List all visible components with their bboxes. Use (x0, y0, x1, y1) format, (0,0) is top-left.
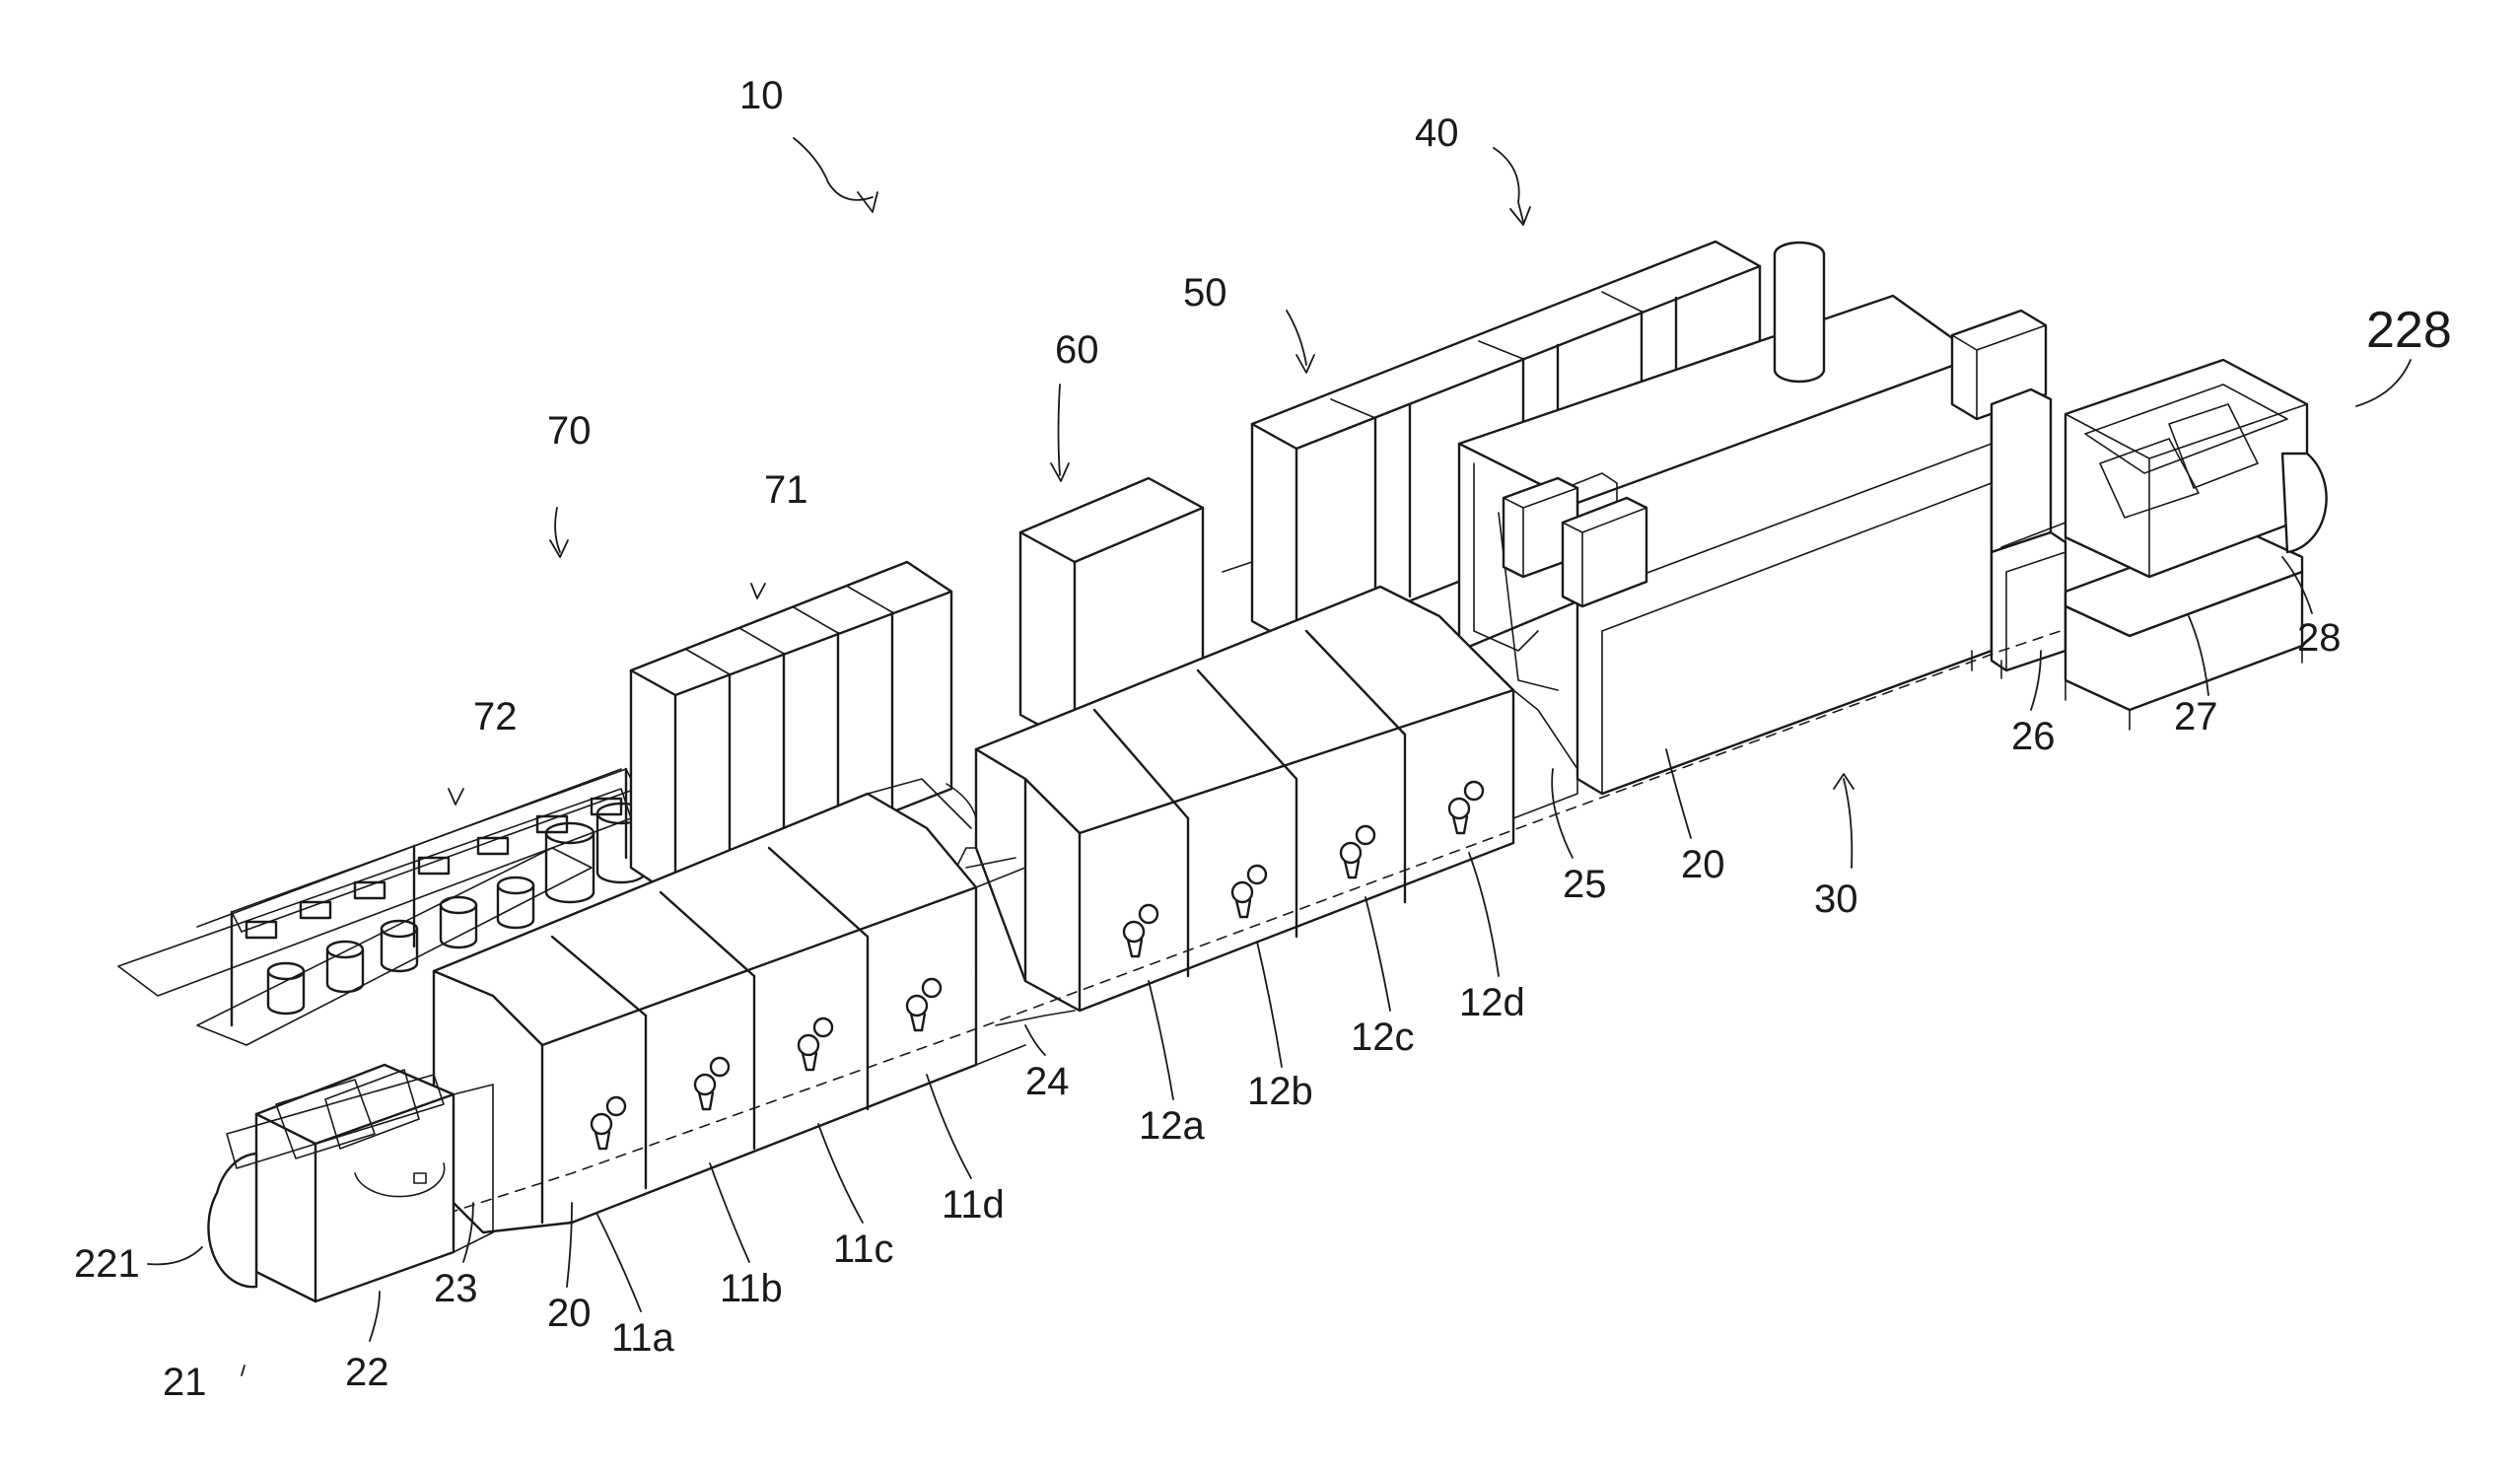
label-70: 70 (547, 409, 592, 453)
label-25: 25 (1563, 863, 1607, 906)
leader-12d (1469, 853, 1499, 976)
label-221: 221 (74, 1242, 140, 1286)
label-28: 28 (2297, 616, 2342, 660)
leader-25 (1552, 769, 1573, 858)
label-20-right: 20 (1681, 843, 1725, 886)
leader-70 (555, 508, 560, 552)
leader-10 (794, 138, 873, 200)
leader-11a (596, 1213, 641, 1311)
leader-12b (1257, 942, 1282, 1067)
leader-228 (2356, 360, 2411, 406)
label-11a: 11a (611, 1316, 675, 1360)
label-40: 40 (1415, 111, 1459, 155)
label-12a: 12a (1139, 1104, 1205, 1148)
label-12c: 12c (1351, 1016, 1415, 1059)
leader-21 (242, 1366, 245, 1375)
label-12d: 12d (1459, 981, 1525, 1024)
leader-60 (1059, 385, 1061, 475)
label-72: 72 (473, 695, 518, 738)
leader-30 (1844, 779, 1852, 868)
infeed-unit (208, 1065, 493, 1301)
label-23: 23 (434, 1267, 478, 1310)
label-21: 21 (163, 1361, 207, 1404)
leader-40 (1494, 148, 1523, 222)
label-22: 22 (345, 1351, 389, 1394)
label-71: 71 (764, 468, 808, 512)
label-12b: 12b (1247, 1070, 1313, 1113)
label-20-left: 20 (547, 1292, 592, 1335)
label-11b: 11b (720, 1267, 783, 1310)
leader-11d (927, 1075, 971, 1178)
leader-12c (1365, 897, 1390, 1011)
label-26: 26 (2011, 715, 2056, 758)
leader-24 (1025, 1025, 1045, 1055)
label-27: 27 (2174, 695, 2218, 738)
label-11c: 11c (833, 1228, 894, 1271)
leader-22 (370, 1292, 380, 1341)
label-50: 50 (1183, 271, 1227, 315)
label-10: 10 (739, 74, 784, 117)
label-228: 228 (2366, 302, 2452, 359)
label-24: 24 (1025, 1060, 1070, 1103)
leader-221 (148, 1247, 202, 1264)
label-60: 60 (1055, 328, 1099, 372)
label-11d: 11d (942, 1183, 1005, 1227)
label-30: 30 (1814, 877, 1858, 921)
leader-12a (1149, 981, 1173, 1099)
leader-11b (710, 1163, 749, 1262)
leader-11c (818, 1124, 863, 1223)
